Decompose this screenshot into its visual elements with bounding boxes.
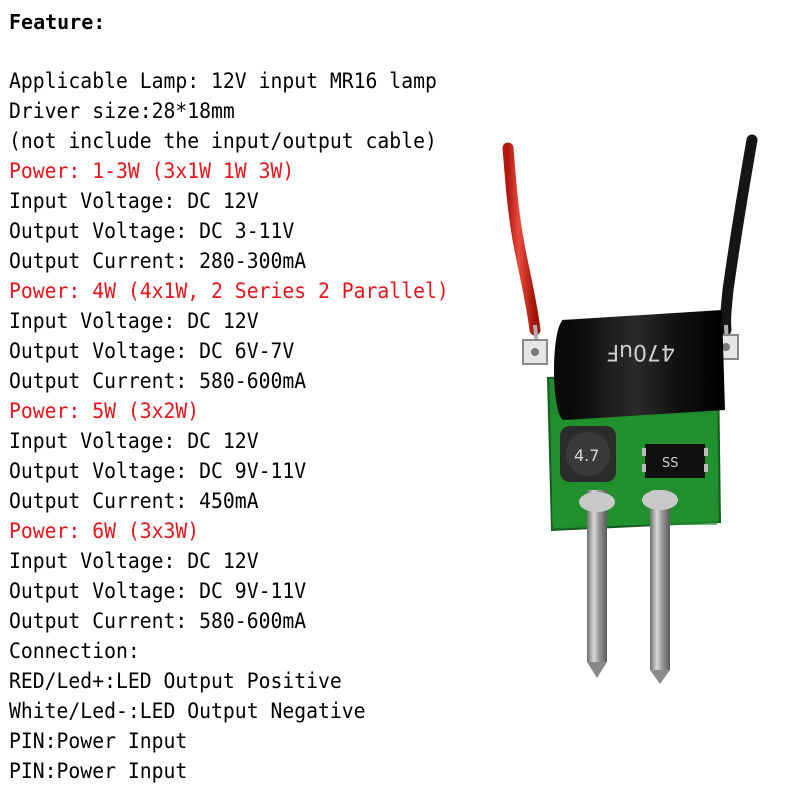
spec-line: Input Voltage: DC 12V [9,189,259,213]
power-rating-line: Power: 4W (4x1W, 2 Series 2 Parallel) [9,279,449,303]
capacitor: 470uF [554,310,725,420]
spec-line: Output Voltage: DC 9V-11V [9,459,307,483]
ic-label: SS [662,456,679,471]
red-wire [502,142,541,349]
led-driver-photo: 470uF 4.7 SS [502,134,758,684]
spec-line: Connection: [9,639,140,663]
spec-line: Output Voltage: DC 3-11V [9,219,295,243]
spec-line: Output Current: 580-600mA [9,609,307,633]
spec-line: Input Voltage: DC 12V [9,309,259,333]
spec-line: Output Current: 280-300mA [9,249,307,273]
ic-chip: SS [642,444,708,478]
input-pin-left [587,490,607,662]
power-rating-line: Power: 6W (3x3W) [9,519,200,543]
inductor-label: 4.7 [574,446,599,465]
input-pins [579,490,678,684]
input-pin-right [650,490,670,670]
spec-line: Driver size:28*18mm [9,99,235,123]
power-rating-line: Power: 1-3W (3x1W 1W 3W) [9,159,295,183]
spec-line: PIN:Power Input [9,729,188,753]
spec-line: (not include the input/output cable) [9,129,437,153]
spec-line: Input Voltage: DC 12V [9,429,259,453]
spec-line: Output Current: 450mA [9,489,259,513]
spec-line: Input Voltage: DC 12V [9,549,259,573]
spec-line: Output Voltage: DC 9V-11V [9,579,307,603]
spec-line: White/Led-:LED Output Negative [9,699,366,723]
power-rating-line: Power: 5W (3x2W) [9,399,200,423]
inductor: 4.7 [560,426,616,482]
feature-heading: Feature: [9,10,106,34]
spec-line: Output Current: 580-600mA [9,369,307,393]
capacitor-label: 470uF [606,339,675,364]
spec-line: Applicable Lamp: 12V input MR16 lamp [9,69,437,93]
spec-line: PIN:Power Input [9,759,188,783]
spec-line: RED/Led+:LED Output Positive [9,669,342,693]
spec-line: Output Voltage: DC 6V-7V [9,339,295,363]
black-wire [720,134,758,349]
